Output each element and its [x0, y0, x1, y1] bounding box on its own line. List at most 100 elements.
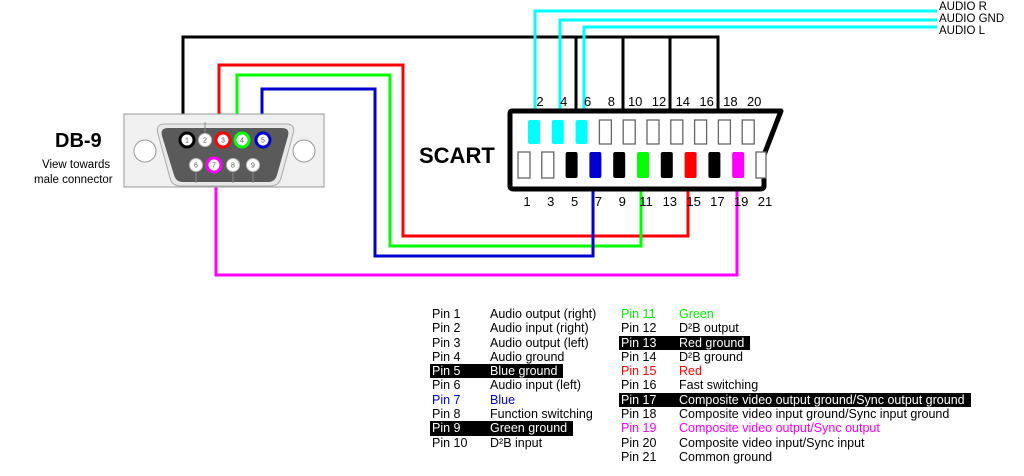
db9-pin-5: 5: [254, 131, 272, 149]
pin-description: Composite video input/Sync input: [679, 435, 865, 450]
db9-pin-label: 7: [212, 163, 216, 170]
wire-cyan-audio-l: [582, 25, 937, 135]
db9-pin-label: 4: [240, 138, 244, 145]
db9-pin-4: 4: [233, 131, 251, 149]
scart-label-13: 13: [663, 194, 677, 209]
pin-number: Pin 2: [432, 321, 461, 336]
scart-label-12: 12: [652, 94, 666, 109]
pin-description: Common ground: [679, 449, 773, 464]
scart-label-2: 2: [536, 94, 543, 109]
pin-description: Function switching: [490, 407, 593, 422]
pin-number: Pin 11: [621, 307, 656, 321]
scart-pin-8: [598, 119, 613, 145]
scart-pins: [517, 119, 767, 179]
wire-red: [217, 63, 690, 238]
db9-title: DB-9: [55, 130, 102, 152]
pin-number: Pin 14: [621, 349, 657, 364]
pin-description: Green ground: [490, 421, 568, 436]
scart-pin-6: [575, 120, 588, 144]
wires: [181, 9, 937, 277]
scart-label-21: 21: [758, 194, 772, 209]
db9-pin-label: 1: [185, 138, 189, 145]
scart-label-4: 4: [560, 94, 567, 109]
pin-number: Pin 7: [432, 392, 461, 407]
db9-pin-3: 3: [214, 131, 232, 149]
pin-number: Pin 16: [621, 378, 657, 393]
scart-pin-9: [613, 152, 626, 178]
pin-table-row: Pin 7 Blue: [430, 393, 596, 407]
pin-number: Pin 17: [621, 392, 657, 407]
db9-pin-8: 8: [226, 158, 240, 183]
db9-subtitle-2: male connector: [34, 174, 113, 186]
scart-label-10: 10: [628, 94, 642, 109]
audio-gnd-label: AUDIO GND: [939, 13, 1004, 25]
scart-label-3: 3: [547, 194, 554, 209]
scart-label-20: 20: [747, 94, 761, 109]
db9-pin-1: 1: [178, 131, 196, 149]
pin-number: Pin 9: [432, 421, 461, 436]
pin-description: Blue ground: [490, 364, 558, 379]
pin-table-row: Pin 20 Composite video input/Sync input: [619, 436, 971, 450]
scart-pin-1: [517, 151, 531, 179]
scart-pin-13: [660, 152, 673, 178]
pin-number: Pin 12: [621, 321, 657, 336]
db9-pin-label: 3: [221, 138, 225, 145]
db9-mount-hole-right: [292, 139, 316, 163]
db9-pin-7: 7: [205, 156, 223, 174]
pin-table-row: Pin 8 Function switching: [430, 407, 596, 421]
pin-number: Pin 8: [432, 407, 461, 422]
wire-cyan-audio-r: [533, 9, 937, 135]
wire-magenta: [214, 165, 739, 277]
scart-label-7: 7: [595, 194, 602, 209]
scart-pin-2: [528, 120, 540, 144]
scart-pin-14: [670, 119, 684, 145]
pin-description: Composite video output/Sync output: [679, 421, 880, 436]
scart-pin-17: [708, 152, 721, 178]
pin-number: Pin 20: [621, 435, 657, 450]
db9-subtitle-1: View towards: [42, 159, 110, 171]
scart-pin-12: [646, 119, 660, 145]
scart-label-15: 15: [686, 194, 700, 209]
wire-black-ground: [181, 35, 720, 175]
pin-number: Pin 5: [432, 364, 461, 379]
pin-description: Audio output (right): [490, 307, 597, 321]
scart-pin-7: [589, 152, 602, 178]
db9-pin-label: 8: [231, 163, 235, 170]
scart-pin-4: [551, 120, 564, 144]
db9-pin-9: 9: [246, 158, 260, 183]
pin-description: Audio ground: [490, 349, 565, 364]
scart-pin-15: [684, 152, 697, 178]
pin-number: Pin 6: [432, 378, 461, 393]
pin-description: D²B output: [679, 321, 739, 336]
scart-pin-18: [717, 119, 732, 145]
pin-description: Red ground: [679, 335, 745, 350]
pin-table-row: Pin 12 D²B output: [619, 321, 971, 335]
scart-label-6: 6: [584, 94, 591, 109]
scart-label-8: 8: [608, 94, 615, 109]
scart-title: SCART: [419, 143, 495, 168]
audio-l-label: AUDIO L: [939, 25, 986, 37]
scart-pin-19: [732, 152, 745, 178]
pin-number: Pin 19: [621, 421, 657, 436]
scart-pin-20: [741, 119, 755, 145]
pin-table-row: Pin 5 Blue ground: [430, 364, 564, 379]
scart-pin-3: [541, 151, 555, 179]
scart-connector: [507, 108, 784, 192]
pin-description: Red: [679, 364, 702, 379]
pin-description: Composite video input ground/Sync input …: [679, 407, 950, 422]
pin-description: Blue: [490, 392, 516, 407]
scart-label-14: 14: [676, 94, 690, 109]
